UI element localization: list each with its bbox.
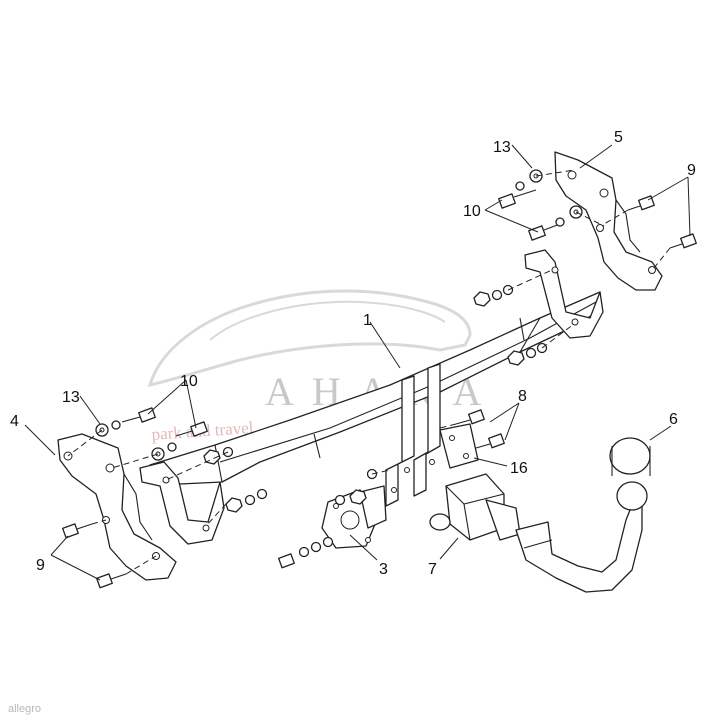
- socket-plate-hole: [449, 435, 455, 441]
- part-labels: 1 3 4 5 6 7 8 9 9 10 10 13 13 16: [10, 129, 696, 578]
- watermark-car-roof: [209, 300, 446, 341]
- nut: [507, 350, 525, 366]
- lock-washer: [515, 181, 525, 191]
- bolt: [278, 553, 295, 569]
- bolt: [528, 225, 546, 241]
- socket-plate-hole: [463, 453, 469, 459]
- bracket-left: [57, 433, 177, 581]
- mount-plate-hole: [429, 459, 435, 465]
- washer: [322, 536, 334, 548]
- socket-plate: [439, 423, 479, 469]
- socket-holder: [321, 485, 387, 549]
- nut: [473, 291, 491, 307]
- crossbar-hole: [202, 524, 210, 532]
- fasteners-left-side: [62, 519, 157, 589]
- crossbar-hole: [162, 476, 170, 484]
- washer: [244, 494, 256, 506]
- part-label-7: 7: [428, 561, 437, 578]
- bracket-right-hole: [599, 188, 609, 198]
- bolt: [190, 421, 208, 437]
- bracket-left-hole: [105, 463, 115, 473]
- lock-washer: [555, 217, 565, 227]
- washer: [256, 488, 268, 500]
- washer: [298, 546, 310, 558]
- washer: [491, 289, 503, 301]
- ball-neck: [515, 437, 651, 593]
- part-label-10-right: 10: [463, 203, 481, 220]
- socket-holder-center: [340, 510, 360, 530]
- part-label-9-right: 9: [687, 162, 696, 179]
- ball-receiver: [429, 473, 521, 541]
- footer-watermark: allegro: [8, 703, 41, 715]
- part-label-13-left: 13: [62, 389, 80, 406]
- bolt: [638, 195, 655, 211]
- crossbar: [139, 249, 604, 545]
- part-label-6: 6: [669, 411, 678, 428]
- fasteners-crossbar-left: [165, 446, 268, 527]
- receiver-socket: [429, 513, 451, 531]
- nut: [225, 497, 243, 513]
- nut: [349, 489, 367, 505]
- bolt: [498, 193, 516, 209]
- leader-lines: [24, 144, 691, 581]
- part-label-16: 16: [510, 460, 528, 477]
- part-label-3: 3: [379, 561, 388, 578]
- part-label-9-left: 9: [36, 557, 45, 574]
- washer: [310, 541, 322, 553]
- bracket-right-hole: [596, 224, 604, 232]
- lock-washer: [167, 442, 177, 452]
- part-label-1: 1: [363, 312, 372, 329]
- mount-plate-hole: [391, 487, 397, 493]
- part-label-13-right: 13: [493, 139, 511, 156]
- part-label-4: 4: [10, 413, 19, 430]
- bolt: [468, 409, 485, 425]
- tow-ball-cap: [609, 437, 651, 475]
- part-label-8: 8: [518, 388, 527, 405]
- lock-washer: [111, 420, 121, 430]
- socket-holder-hole: [365, 537, 371, 543]
- hitch-mount-plates: [385, 363, 441, 507]
- bolt: [62, 523, 79, 539]
- part-label-5: 5: [614, 129, 623, 146]
- bolt: [680, 233, 697, 249]
- watermark-car-outline: [147, 289, 472, 388]
- bracket-right-hole: [567, 170, 577, 180]
- bolt: [488, 433, 505, 449]
- fasteners-right-side: [603, 195, 697, 269]
- socket-holder-hole: [333, 503, 339, 509]
- fasteners-crossbar-right: [473, 269, 575, 366]
- crossbar-hole: [571, 318, 579, 326]
- tow-ball: [616, 481, 648, 511]
- fasteners-socket: [278, 468, 391, 569]
- mount-plate-hole: [404, 467, 410, 473]
- bracket-right-hole: [648, 266, 656, 274]
- washer: [525, 347, 537, 359]
- bolt: [96, 573, 113, 589]
- part-label-10-left: 10: [180, 373, 198, 390]
- crossbar-hole: [551, 266, 559, 274]
- fasteners-part8: [439, 409, 505, 449]
- washer: [334, 494, 346, 506]
